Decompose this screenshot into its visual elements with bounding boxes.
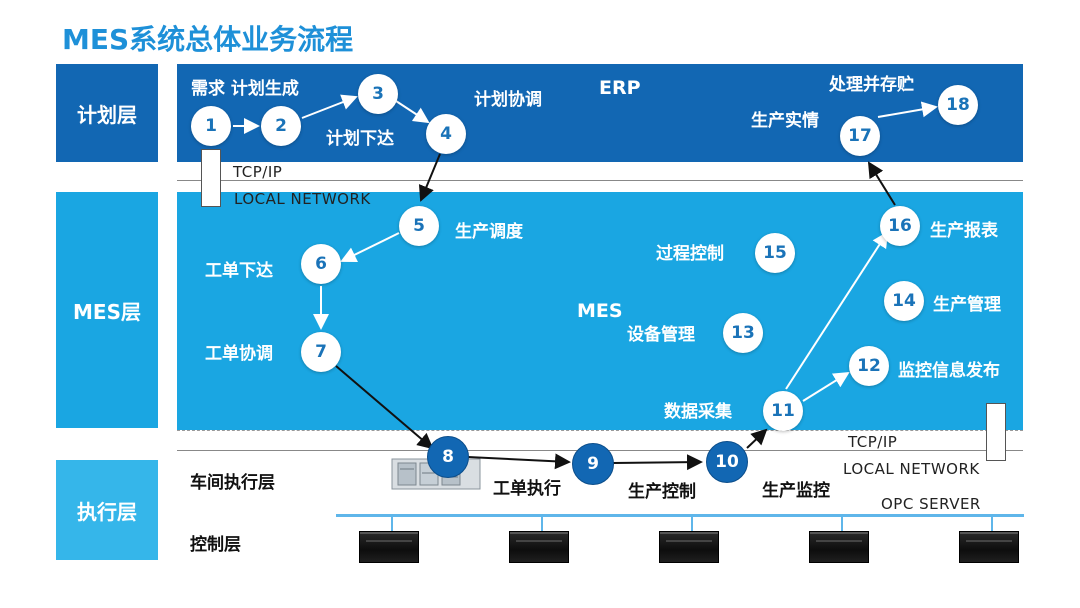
opc-bus-line bbox=[336, 514, 1024, 517]
label-plan-coord: 计划协调 bbox=[474, 90, 542, 110]
flow-node: 2 bbox=[261, 106, 301, 146]
bus-drop bbox=[691, 517, 693, 531]
label-report: 生产报表 bbox=[930, 221, 998, 241]
label-mes: MES bbox=[577, 300, 623, 322]
flow-node: 13 bbox=[723, 313, 763, 353]
label-production-control: 生产控制 bbox=[628, 482, 696, 502]
label-data-collect: 数据采集 bbox=[664, 402, 732, 422]
controller-unit-icon bbox=[659, 531, 719, 563]
label-tcpip-top: TCP/IP bbox=[233, 163, 283, 181]
label-workshop-layer: 车间执行层 bbox=[190, 473, 275, 493]
bus-drop bbox=[541, 517, 543, 531]
label-dispatch: 生产调度 bbox=[455, 222, 523, 242]
flow-node: 3 bbox=[358, 74, 398, 114]
flow-node: 1 bbox=[191, 106, 231, 146]
flow-node: 16 bbox=[880, 206, 920, 246]
label-production-monitor: 生产监控 bbox=[762, 481, 830, 501]
label-monitor-publish: 监控信息发布 bbox=[898, 361, 1000, 381]
controller-unit-icon bbox=[359, 531, 419, 563]
label-tcpip-bottom: TCP/IP bbox=[848, 433, 898, 451]
controller-unit-icon bbox=[809, 531, 869, 563]
label-production-mgmt: 生产管理 bbox=[933, 295, 1001, 315]
label-order-exec: 工单执行 bbox=[493, 479, 561, 499]
flow-node: 14 bbox=[884, 281, 924, 321]
label-erp: ERP bbox=[599, 77, 641, 99]
label-opc-server: OPC SERVER bbox=[881, 495, 981, 513]
page-title: MES系统总体业务流程 bbox=[62, 23, 354, 56]
flow-node: 11 bbox=[763, 391, 803, 431]
controller-unit-icon bbox=[959, 531, 1019, 563]
label-order-issue: 工单下达 bbox=[205, 261, 273, 281]
network-line-top bbox=[177, 180, 1023, 181]
label-device-mgmt: 设备管理 bbox=[627, 325, 695, 345]
bus-drop bbox=[841, 517, 843, 531]
flow-node: 18 bbox=[938, 85, 978, 125]
flow-node: 7 bbox=[301, 332, 341, 372]
controller-unit-icon bbox=[509, 531, 569, 563]
flow-node: 6 bbox=[301, 244, 341, 284]
network-device-bottom bbox=[986, 403, 1006, 461]
bus-drop bbox=[391, 517, 393, 531]
layer-label-exec: 执行层 bbox=[56, 460, 158, 560]
plan-band bbox=[177, 64, 1023, 162]
flow-node: 8 bbox=[427, 436, 469, 478]
flow-node: 15 bbox=[755, 233, 795, 273]
label-process-store: 处理并存贮 bbox=[829, 75, 914, 95]
label-demand-plan: 需求 计划生成 bbox=[191, 79, 299, 99]
flow-node: 4 bbox=[426, 114, 466, 154]
bus-drop bbox=[991, 517, 993, 531]
label-production-actual: 生产实情 bbox=[751, 111, 819, 131]
flow-node: 12 bbox=[849, 346, 889, 386]
label-order-coord: 工单协调 bbox=[205, 344, 273, 364]
label-control-layer: 控制层 bbox=[190, 535, 241, 555]
flow-node: 5 bbox=[399, 206, 439, 246]
layer-label-plan: 计划层 bbox=[56, 64, 158, 162]
label-process-control: 过程控制 bbox=[656, 244, 724, 264]
label-lan-bottom: LOCAL NETWORK bbox=[843, 460, 980, 478]
flow-node: 10 bbox=[706, 441, 748, 483]
network-dashed-line bbox=[177, 430, 1023, 431]
flow-node: 17 bbox=[840, 116, 880, 156]
label-plan-issue: 计划下达 bbox=[326, 129, 394, 149]
layer-label-mes: MES层 bbox=[56, 192, 158, 428]
flow-node: 9 bbox=[572, 443, 614, 485]
label-lan-top: LOCAL NETWORK bbox=[234, 190, 371, 208]
network-device-top bbox=[201, 149, 221, 207]
